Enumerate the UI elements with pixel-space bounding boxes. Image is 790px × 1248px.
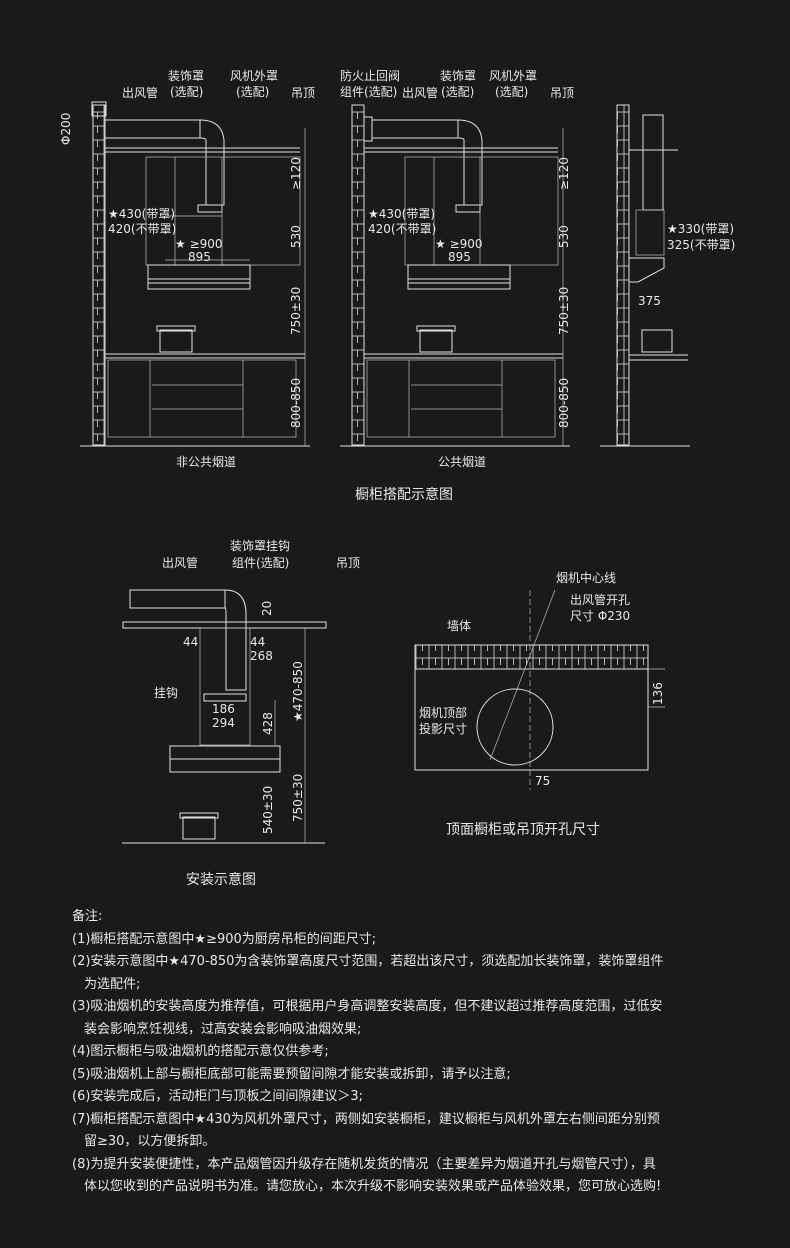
label-hook-optional: 组件(选配) [232,556,289,570]
pot [419,329,453,353]
label-valve-optional: 组件(选配) [340,85,397,99]
duct-hole [476,688,554,766]
dim-470-850: ★470-850 [291,661,305,722]
range-hood [628,257,665,283]
brick-wall [351,104,365,446]
label-fire-valve: 防火止回阀 [340,68,400,83]
dim-430: ★430(带罩) [368,207,435,221]
label-center-line: 烟机中心线 [556,570,616,585]
dim-268: 268 [250,649,273,663]
note-item: 体以您收到的产品说明书为准。请您放心，本次升级不影响安装效果或产品体验效果，您可… [84,1179,662,1194]
install-diagram: 出风管 装饰罩挂钩 组件(选配) 吊顶 挂钩 20 44 44 268 186 … [122,539,360,888]
dim-750: 750±30 [289,287,303,335]
dim-530: 530 [289,225,303,248]
dim-325: 325(不带罩) [667,238,735,252]
dim-330: ★330(带罩) [667,222,734,236]
dim-375: 375 [638,294,661,308]
fire-check-valve [363,116,373,142]
notes-title: 备注: [72,909,103,924]
note-item: (3)吸油烟机的安装高度为推荐值，可根据用户身高调整安装高度，但不建议超过推荐高… [72,999,663,1014]
diagrams: 出风管 装饰罩 (选配) 风机外罩 (选配) 吊顶 Φ200 ≥120 ★430… [59,68,735,888]
note-item: (1)橱柜搭配示意图中★≥900为厨房吊柜的间距尺寸; [72,931,377,947]
dim-895: 895 [448,250,471,264]
cabinet-diagram-non-public-flue: 出风管 装饰罩 (选配) 风机外罩 (选配) 吊顶 Φ200 ≥120 ★430… [59,69,315,469]
note-item: 为选配件; [84,976,141,992]
dim-540: 540±30 [261,786,275,834]
cabinet-diagram-title: 橱柜搭配示意图 [355,486,453,503]
label-fan-cover: 风机外罩 [230,69,278,83]
exhaust-duct [104,119,201,139]
dim-428: 428 [261,712,275,735]
label-decor-cover: 装饰罩 [440,69,476,83]
label-fan-cover: 风机外罩 [489,69,537,83]
dim-75: 75 [535,774,550,788]
label-decor-cover: 装饰罩 [168,69,204,83]
wall-band [414,644,649,670]
caption-public-flue: 公共烟道 [438,455,486,469]
dim-750: 750±30 [291,774,305,822]
dim-136: 136 [651,682,665,705]
dim-420: 420(不带罩) [368,222,436,236]
dim-895: 895 [188,250,211,264]
top-view-diagram: 烟机中心线 出风管开孔 尺寸 Φ230 墙体 烟机顶部 投影尺寸 136 75 … [414,570,665,838]
dim-900: ★ ≥900 [435,237,483,251]
note-item: (5)吸油烟机上部与橱柜底部可能需要预留间隙才能安装或拆卸，请予以注意; [72,1066,511,1082]
dim-186: 186 [212,702,235,716]
label-ceiling: 吊顶 [550,86,574,100]
dim-gap: ≥120 [289,157,303,190]
dim-phi200: Φ200 [59,113,73,145]
dim-800-850: 800-850 [289,378,303,428]
label-outlet-duct: 出风管 [122,85,158,100]
dim-800-850: 800-850 [557,378,571,428]
note-item: 装会影响烹饪视线，过高安装会影响吸油烟效果; [84,1021,362,1037]
label-hole-size: 尺寸 Φ230 [570,609,630,623]
pot [159,329,193,353]
label-outlet-duct: 出风管 [402,85,438,100]
label-wall: 墙体 [447,619,471,633]
ceiling-plank [122,621,327,629]
label-outlet-duct: 出风管 [162,555,198,570]
label-projection-size: 投影尺寸 [419,721,467,736]
exhaust-duct [371,119,459,139]
note-item: (8)为提升安装便捷性，本产品烟管因升级存在随机发货的情况（主要差异为烟道开孔与… [72,1156,656,1172]
dim-44-right: 44 [250,635,265,649]
dim-gap: ≥120 [557,157,571,190]
note-item: (6)安装完成后，活动柜门与顶板之间间隙建议＞3; [72,1089,364,1104]
label-optional: (选配) [495,85,528,99]
dim-44-left: 44 [183,635,198,649]
dim-750: 750±30 [557,287,571,335]
label-hook-assembly: 装饰罩挂钩 [230,539,290,553]
note-item: (2)安装示意图中★470-850为含装饰罩高度尺寸范围，若超出该尺寸，须选配加… [72,954,664,969]
dim-420: 420(不带罩) [108,222,176,236]
range-hood [407,264,511,290]
note-item: (7)橱柜搭配示意图中★430为风机外罩尺寸，两侧如安装橱柜，建议橱柜与风机外罩… [72,1111,660,1127]
dim-20: 20 [260,601,274,616]
label-hole: 出风管开孔 [570,592,630,607]
label-hook: 挂钩 [154,686,178,700]
label-ceiling: 吊顶 [291,86,315,100]
brick-wall [92,104,106,446]
cabinet-diagram-public-flue: 防火止回阀 组件(选配) 出风管 装饰罩 (选配) 风机外罩 (选配) 吊顶 ≥… [340,68,574,469]
dim-530: 530 [557,225,571,248]
dim-430: ★430(带罩) [108,207,175,221]
label-optional: (选配) [441,85,474,99]
hook-bracket [203,693,247,702]
label-optional: (选配) [170,85,203,99]
note-item: 留≥30，以方便拆卸。 [84,1134,216,1149]
top-view-title: 顶面橱柜或吊顶开孔尺寸 [446,822,600,838]
label-projection: 烟机顶部 [419,705,467,720]
install-diagram-title: 安装示意图 [186,871,256,888]
notes: 备注: (1)橱柜搭配示意图中★≥900为厨房吊柜的间距尺寸; (2)安装示意图… [72,906,732,1199]
label-optional: (选配) [236,85,269,99]
caption-non-public-flue: 非公共烟道 [176,455,236,469]
note-item: (4)图示橱柜与吸油烟机的搭配示意仅供参考; [72,1044,329,1059]
label-ceiling: 吊顶 [336,556,360,570]
dim-294: 294 [212,716,235,730]
cabinet-diagram-side-view: ★330(带罩) 325(不带罩) 375 [600,104,735,447]
dim-900: ★ ≥900 [175,237,223,251]
base-cabinet [107,359,297,438]
range-hood [147,264,251,290]
